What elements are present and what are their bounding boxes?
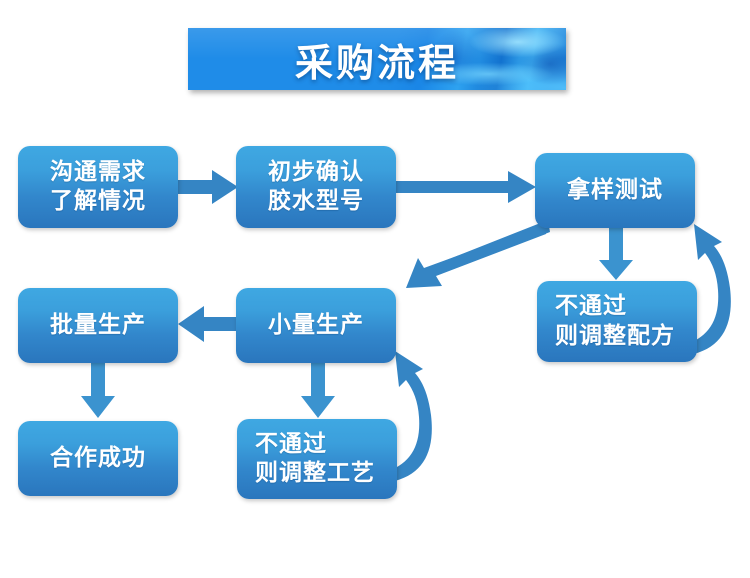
node-label-line: 初步确认 — [268, 158, 364, 185]
arrow-sample-to-small-batch — [398, 218, 550, 296]
node-label-line: 批量生产 — [50, 311, 146, 338]
node-label-line: 则调整配方 — [555, 322, 675, 349]
page-title: 采购流程 — [294, 40, 459, 85]
arrow-confirm-to-sample — [396, 170, 538, 206]
node-label-line: 了解情况 — [50, 188, 146, 214]
node-label-line: 小量生产 — [268, 311, 364, 338]
water-texture — [188, 28, 566, 90]
node-mass-production[interactable]: 批量生产 — [18, 288, 178, 363]
banner-gloss — [188, 28, 566, 59]
node-successful-cooperation[interactable]: 合作成功 — [18, 421, 178, 496]
arrow-mass-to-success — [80, 362, 116, 422]
node-label-line: 则调整工艺 — [255, 460, 375, 486]
node-label-line: 不通过 — [255, 430, 327, 457]
node-label-line: 合作成功 — [50, 444, 146, 471]
arrow-small-batch-to-mass — [176, 305, 240, 345]
node-label-line: 拿样测试 — [567, 176, 663, 203]
node-adjust-process[interactable]: 不通过 则调整工艺 — [237, 419, 397, 499]
arrow-communicate-to-confirm — [178, 170, 240, 206]
node-adjust-formula[interactable]: 不通过 则调整配方 — [537, 281, 697, 362]
node-small-batch-production[interactable]: 小量生产 — [236, 288, 396, 363]
node-confirm-glue-model[interactable]: 初步确认 胶水型号 — [236, 146, 396, 228]
arrow-adjust-process-to-small-batch — [385, 345, 447, 485]
title-banner: 采购流程 — [188, 28, 566, 90]
arrow-small-batch-to-adjust-process — [300, 362, 336, 422]
arrow-adjust-formula-to-sample — [684, 218, 746, 358]
node-label-line: 沟通需求 — [50, 158, 146, 185]
node-label-line: 胶水型号 — [268, 188, 364, 214]
arrow-sample-to-adjust-formula — [598, 228, 634, 282]
node-sample-testing[interactable]: 拿样测试 — [535, 153, 695, 228]
node-label-line: 不通过 — [555, 293, 627, 320]
node-communicate-requirements[interactable]: 沟通需求 了解情况 — [18, 146, 178, 228]
